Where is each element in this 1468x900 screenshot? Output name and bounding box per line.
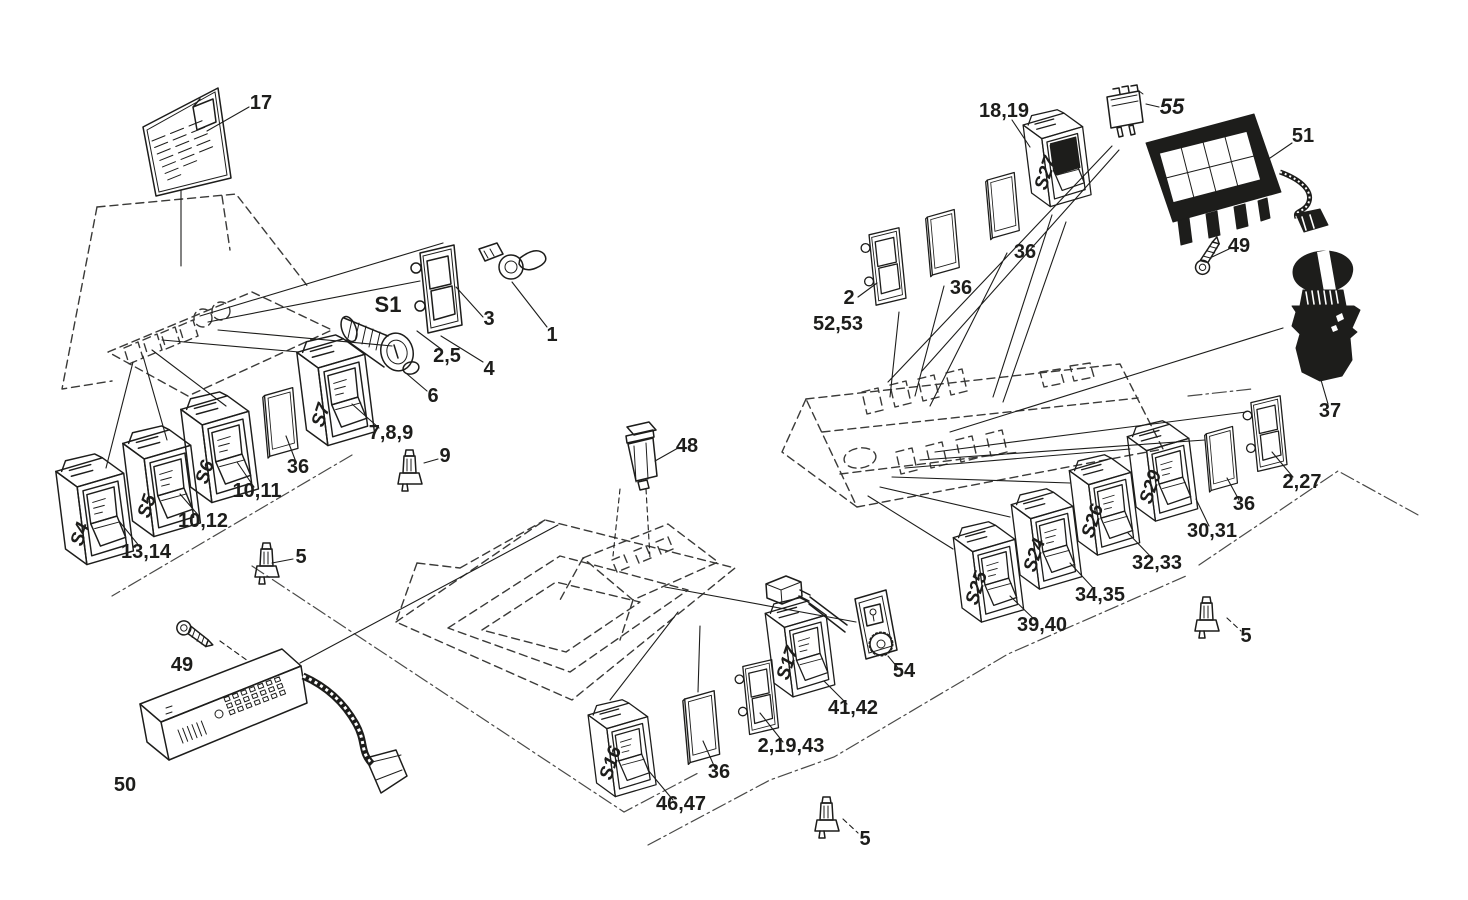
callout-46-47: 46,47 [656,793,706,815]
interior-lamp-unit-50 [139,648,408,794]
rocker-switch-s25 [952,521,1025,623]
callout-2-19-43: 2,19,43 [758,735,825,757]
blank-lens-36-r1 [925,208,960,278]
rocker-switch-s16 [587,699,657,798]
callout-51: 51 [1292,125,1314,147]
callout-5-right: 5 [1240,625,1251,647]
relay-plug-55 [1106,84,1144,138]
callout-4: 4 [483,358,495,380]
rotary-switch-panel-54 [765,575,898,660]
switch-bezel-frame-52-53 [860,227,907,306]
callout-3: 3 [483,308,494,330]
blank-lens-36-r2 [985,171,1020,241]
callout-49-left: 49 [171,654,193,676]
callout-5-center: 5 [859,828,870,850]
indicator-bulb-5-left [254,542,280,585]
callout-36-left: 36 [287,456,309,478]
wing-bolt-1 [478,242,547,280]
callout-36-right: 36 [1233,493,1255,515]
callout-2-27: 2,27 [1283,471,1322,493]
callout-13-14: 13,14 [121,541,172,563]
rocker-switch-s27-dark-window [1049,136,1081,176]
switch-id-s29: S29 [1136,467,1167,506]
callout-41-42: 41,42 [828,697,878,719]
callout-2-5: 2,5 [433,345,461,367]
switch-bezel-frame-2-27 [1242,395,1288,473]
callout-5-left: 5 [295,546,306,568]
callout-37: 37 [1319,400,1341,422]
callout-18-19: 18,19 [979,100,1029,122]
callout-52-53: 52,53 [813,313,863,335]
callout-10-11: 10,11 [233,480,282,502]
mushroom-push-button-37 [1291,250,1361,382]
rocker-switch-s26 [1068,454,1141,556]
rear-console-outline [559,523,719,641]
blank-lens-36-right [1204,425,1239,493]
blank-lens-36-center [682,690,721,766]
callout-7-8-9: 7,8,9 [369,422,413,444]
callout-48: 48 [676,435,698,457]
callout-30-31: 30,31 [1187,520,1237,542]
indicator-bulb-5-right [1194,596,1220,639]
indicator-bulb-9 [397,449,423,492]
callout-36-center: 36 [708,761,730,783]
dashed-leader-lines [219,488,1242,834]
switch-bezel-frame-3 [410,244,463,334]
callout-55: 55 [1160,94,1185,119]
right-console-outline [781,362,1164,508]
callout-9: 9 [439,445,450,467]
callout-2: 2 [843,287,854,309]
label-card-17 [142,87,232,197]
callout-34-35: 34,35 [1075,584,1125,606]
callout-10-12: 10,12 [178,510,228,532]
rocker-switch-s29 [1126,420,1199,522]
callout-17: 17 [250,92,272,114]
rocker-switch-s24 [1010,488,1083,590]
callout-6: 6 [427,385,438,407]
mounting-screw-49-left [173,618,218,650]
switch-id-s25: S25 [962,568,993,607]
leader-lines [105,103,1329,801]
callout-39-40: 39,40 [1017,614,1067,636]
callout-s1: S1 [375,292,402,317]
center-console-outline [395,519,736,701]
plug-unit-48 [625,421,658,491]
group-boundary-lines [111,388,1421,846]
switch-id-s26: S26 [1078,501,1109,540]
switch-id-s16: S16 [596,743,627,782]
blank-lens-36-left [262,386,299,459]
callout-50: 50 [114,774,136,796]
callout-labels: 17 1 3 2,5 4 S1 6 7,8,9 36 10,11 10,12 1… [114,92,1341,850]
callout-54: 54 [893,660,916,682]
keypad-module-51 [1145,113,1329,246]
callout-32-33: 32,33 [1132,552,1182,574]
switch-id-labels: S4 S5 S6 S7 S16 S17 S25 S24 S26 S29 S27 [67,153,1167,783]
callout-36-r1: 36 [950,277,972,299]
callout-49-right: 49 [1228,235,1250,257]
callout-1: 1 [546,324,557,346]
switch-id-s17: S17 [773,643,804,683]
indicator-bulb-5-center [814,796,840,839]
left-pedestal-outline [61,193,333,397]
switch-id-s24: S24 [1020,535,1051,574]
callout-36-r2: 36 [1014,241,1036,263]
